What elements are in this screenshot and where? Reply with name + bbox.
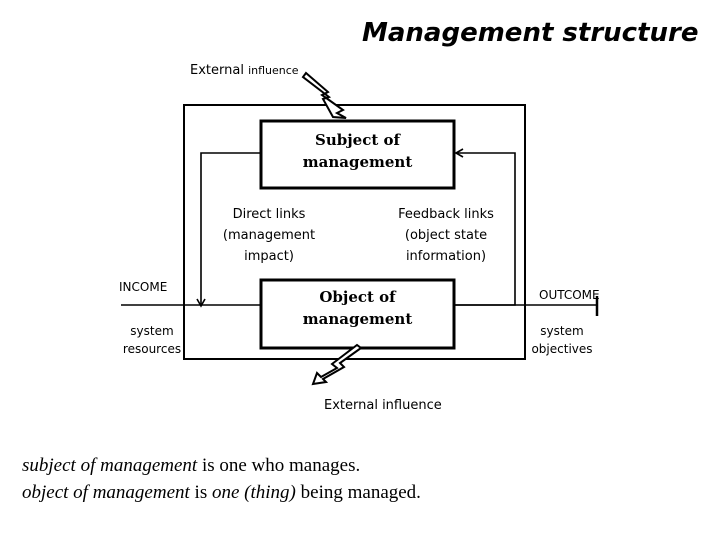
- object-line-2: management: [302, 310, 413, 328]
- external-influence-bottom-label: External influence: [324, 398, 442, 413]
- system-boundary: [183, 104, 526, 360]
- object-line-1: Object of: [319, 288, 396, 306]
- object-box-text: Object of management: [261, 286, 454, 330]
- system-objectives-line-1: system: [540, 324, 584, 338]
- definition-object: object of management is one (thing) bein…: [22, 482, 421, 504]
- title: Management structure: [362, 18, 699, 48]
- definition-object-term2: one (thing): [211, 482, 296, 503]
- subject-box: [259, 119, 456, 190]
- external-influence-bottom-bolt: [311, 343, 363, 386]
- definition-object-mid: is: [189, 482, 212, 503]
- outcome-label: OUTCOME: [539, 288, 600, 302]
- direct-links-line-2: (management: [222, 228, 316, 243]
- feedback-links-line-1: Feedback links: [398, 207, 494, 222]
- external-influence-top-label: External influence: [190, 62, 299, 80]
- subject-line-1: Subject of: [315, 131, 400, 149]
- income-label: INCOME: [119, 280, 168, 294]
- direct-links-arrow: [196, 152, 261, 308]
- subject-box-text: Subject of management: [261, 129, 454, 173]
- external-influence-top-part2: influence: [248, 64, 299, 77]
- definition-object-term: object of management: [22, 482, 190, 503]
- feedback-links-line-3: information): [405, 249, 487, 264]
- direct-links-line-3: impact): [244, 249, 294, 264]
- system-resources-line-1: system: [130, 324, 174, 338]
- feedback-links-line-2: (object state: [404, 228, 488, 243]
- system-objectives-line-2: objectives: [531, 342, 593, 356]
- system-resources-line-2: resources: [122, 342, 182, 356]
- definition-subject-term: subject of management: [22, 455, 198, 476]
- system-objectives-label: system objectives: [524, 322, 600, 358]
- external-influence-top-part1: External: [190, 63, 244, 78]
- direct-links-line-1: Direct links: [232, 207, 306, 222]
- definition-subject: subject of management is one who manages…: [22, 455, 360, 477]
- definition-subject-rest: is one who manages.: [197, 455, 361, 476]
- direct-links-label: Direct links (management impact): [213, 204, 325, 267]
- feedback-links-label: Feedback links (object state information…: [386, 204, 506, 267]
- external-influence-top-bolt: [301, 71, 347, 119]
- system-resources-label: system resources: [114, 322, 190, 358]
- subject-line-2: management: [302, 153, 413, 171]
- definition-object-rest: being managed.: [295, 482, 421, 503]
